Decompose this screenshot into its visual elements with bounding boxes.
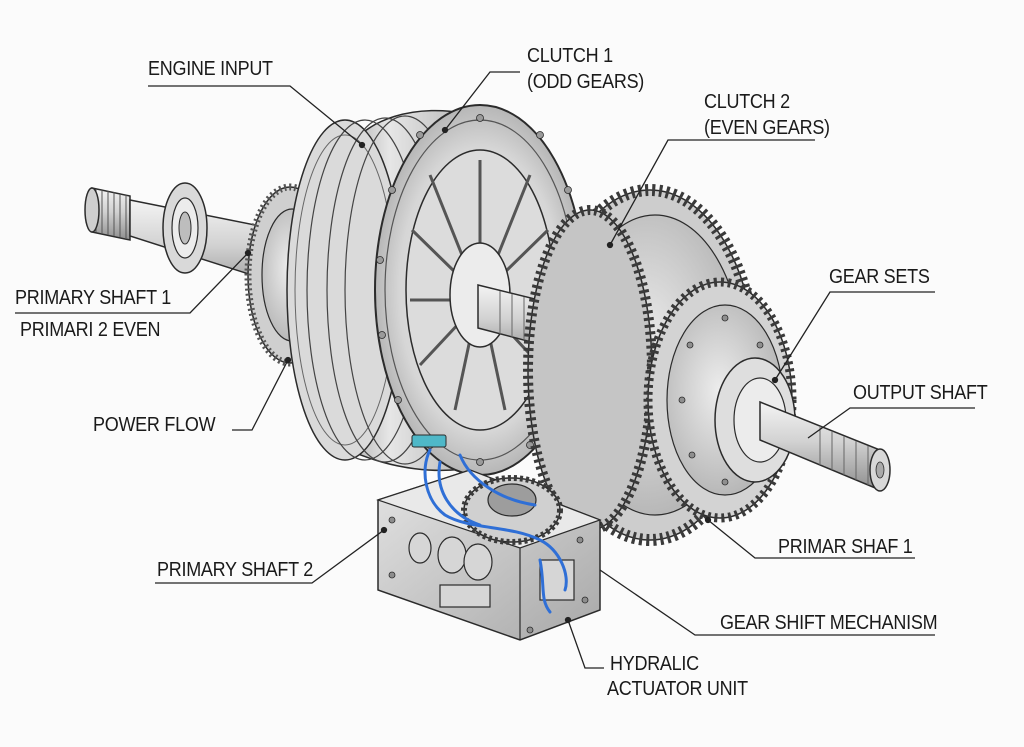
- label-primary-2-even: PRIMARI 2 EVEN: [20, 319, 161, 341]
- label-gear-sets: GEAR SETS: [829, 266, 930, 288]
- label-gear-shift-mechanism: GEAR SHIFT MECHANISM: [720, 612, 938, 634]
- label-clutch-1-odd-gears: (ODD GEARS): [527, 71, 645, 93]
- label-engine-input: ENGINE INPUT: [148, 58, 273, 80]
- label-output-shaft: OUTPUT SHAFT: [853, 382, 988, 404]
- label-primary-shaft-1: PRIMARY SHAFT 1: [15, 287, 172, 309]
- sensor-accent: [411, 434, 447, 448]
- output-gear: [643, 277, 797, 523]
- leader-lines: [15, 71, 975, 669]
- label-primary-shaft-2: PRIMARY SHAFT 2: [157, 559, 314, 581]
- label-clutch-2: CLUTCH 2: [704, 91, 790, 113]
- label-primar-shaf-1: PRIMAR SHAF 1: [778, 536, 913, 558]
- label-power-flow: POWER FLOW: [93, 414, 216, 436]
- label-clutch-1: CLUTCH 1: [527, 45, 613, 67]
- output-shaft: [759, 400, 891, 492]
- hydraulic-actuator-block: [376, 434, 602, 641]
- label-hydraulic: HYDRALIC: [610, 653, 699, 675]
- label-actuator-unit: ACTUATOR UNIT: [607, 678, 748, 700]
- label-clutch-2-even-gears: (EVEN GEARS): [704, 117, 830, 139]
